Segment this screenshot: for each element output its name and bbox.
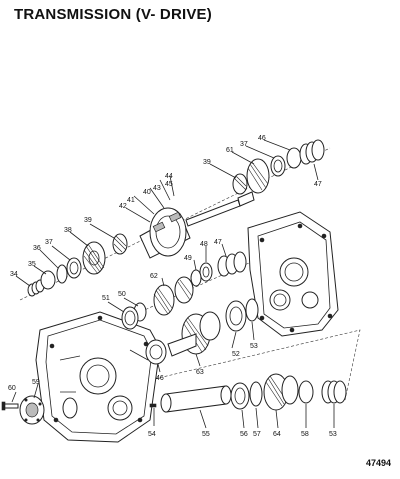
bearing-49 bbox=[190, 269, 202, 287]
spring-34 bbox=[27, 279, 45, 297]
callout-37: 37 bbox=[45, 239, 53, 246]
callout-39: 39 bbox=[84, 217, 92, 224]
race-57 bbox=[249, 381, 263, 407]
callout-42: 42 bbox=[119, 203, 127, 210]
callout-53-lower: 53 bbox=[329, 431, 337, 438]
bearing-46-upper bbox=[286, 147, 302, 169]
callout-44: 44 bbox=[165, 173, 173, 180]
bearing-35 bbox=[40, 270, 56, 290]
callout-55: 55 bbox=[202, 431, 210, 438]
callout-48: 48 bbox=[200, 241, 208, 248]
gear-64 bbox=[263, 373, 299, 411]
callout-60: 60 bbox=[8, 385, 16, 392]
bearing-56 bbox=[230, 382, 250, 410]
assembly-axis-lower bbox=[149, 329, 361, 401]
callout-49: 49 bbox=[184, 255, 192, 262]
bearing-37 bbox=[66, 257, 82, 279]
callout-64: 64 bbox=[273, 431, 281, 438]
callout-43: 43 bbox=[153, 185, 161, 192]
roller-bearing-39 bbox=[112, 233, 128, 255]
callout-62: 62 bbox=[150, 273, 158, 280]
callout-54: 54 bbox=[148, 431, 156, 438]
callout-59: 59 bbox=[32, 379, 40, 386]
callout-46-upper: 46 bbox=[258, 135, 266, 142]
callout-45: 45 bbox=[165, 181, 173, 188]
callout-50: 50 bbox=[118, 291, 126, 298]
gear-62 bbox=[153, 276, 194, 316]
callout-52: 52 bbox=[232, 351, 240, 358]
front-cover-plate bbox=[19, 395, 45, 425]
callout-56: 56 bbox=[240, 431, 248, 438]
callout-46-lower: 46 bbox=[156, 375, 164, 382]
front-housing bbox=[35, 311, 161, 443]
callout-34: 34 bbox=[10, 271, 18, 278]
pin-54 bbox=[149, 403, 157, 408]
figure-number: 47494 bbox=[366, 458, 392, 468]
callout-37-upper: 37 bbox=[240, 141, 248, 148]
spring-47-middle bbox=[217, 251, 247, 277]
callout-35: 35 bbox=[28, 261, 36, 268]
race-53 bbox=[245, 298, 259, 322]
bearing-46-lower bbox=[145, 339, 167, 365]
callout-40: 40 bbox=[143, 189, 151, 196]
callout-38: 38 bbox=[64, 227, 72, 234]
callout-58: 58 bbox=[301, 431, 309, 438]
callout-36: 36 bbox=[33, 245, 41, 252]
callout-63: 63 bbox=[196, 369, 204, 376]
bearing-58 bbox=[298, 380, 314, 404]
cover-bolt bbox=[1, 401, 19, 411]
gear-63 bbox=[167, 311, 221, 357]
callout-47-middle: 47 bbox=[214, 239, 222, 246]
callout-39-upper: 39 bbox=[203, 159, 211, 166]
gear-61 bbox=[246, 158, 270, 194]
callout-51: 51 bbox=[102, 295, 110, 302]
callout-41: 41 bbox=[127, 197, 135, 204]
callout-47-upper: 47 bbox=[314, 181, 322, 188]
roller-bearing-39-upper bbox=[232, 173, 248, 195]
bearing-37-upper bbox=[270, 155, 286, 177]
clutch-shaft-assembly bbox=[139, 191, 255, 259]
page-title: TRANSMISSION (V- DRIVE) bbox=[14, 6, 212, 23]
bearing-51 bbox=[121, 306, 139, 330]
spring-47-upper bbox=[299, 139, 325, 165]
spring-53-lower bbox=[321, 380, 347, 404]
callout-61: 61 bbox=[226, 147, 234, 154]
leader-lines bbox=[11, 139, 335, 429]
bearing-48 bbox=[199, 262, 213, 282]
bearing-52 bbox=[225, 300, 247, 332]
rear-housing bbox=[247, 211, 339, 337]
callout-53: 53 bbox=[250, 343, 258, 350]
gear-38 bbox=[82, 241, 106, 275]
washer-36 bbox=[56, 264, 68, 284]
callout-57: 57 bbox=[253, 431, 261, 438]
front-seal-ring bbox=[62, 397, 78, 419]
output-shaft-55 bbox=[160, 385, 232, 413]
